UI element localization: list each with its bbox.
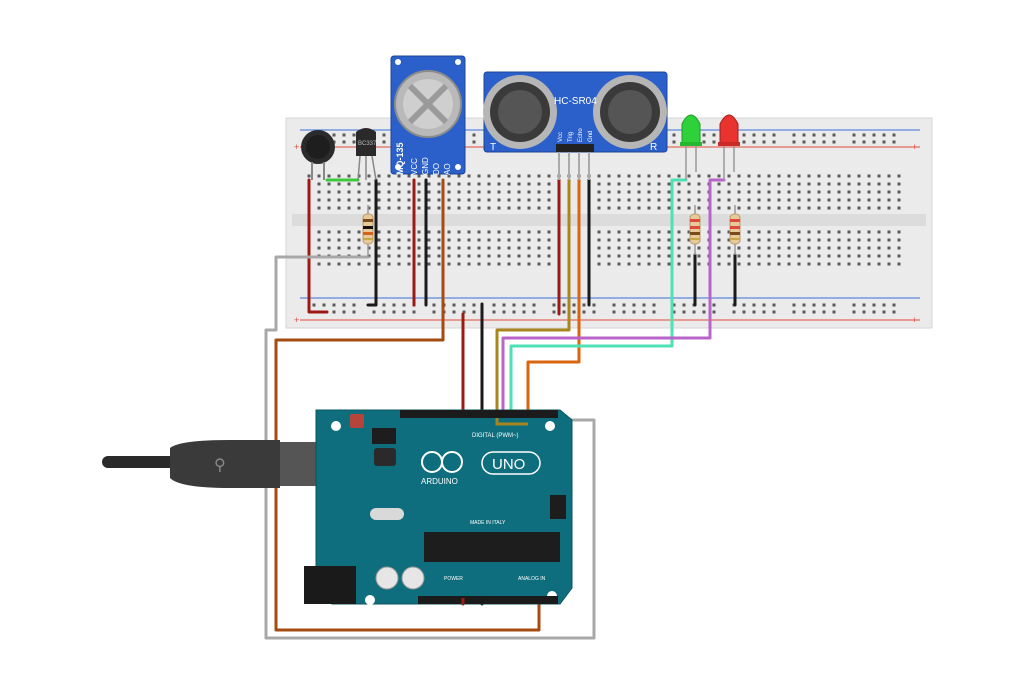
buzzer xyxy=(301,130,335,180)
mq135-pin-gnd: GND xyxy=(421,157,430,175)
hcsr04-pin-vcc: Vcc xyxy=(558,132,564,142)
wire-transistor-black xyxy=(366,178,378,307)
svg-text:+: + xyxy=(294,142,299,152)
arduino-model-text: UNO xyxy=(492,456,525,473)
resistor-3 xyxy=(729,205,741,255)
usb-icon: ⚲ xyxy=(214,457,226,474)
wire-us-trig xyxy=(495,178,571,420)
hcsr04-r-mark: R xyxy=(650,142,657,153)
hcsr04-pin-echo: Echo xyxy=(578,128,584,142)
arduino-logo-text: ARDUINO xyxy=(421,477,458,486)
mq135-pin-vcc: VCC xyxy=(410,158,419,175)
led-green xyxy=(680,114,702,180)
mq135-model-label: MQ-135 xyxy=(395,142,405,175)
mq135-pin-do: DO xyxy=(432,163,441,175)
led-red xyxy=(718,114,740,180)
resistor-2 xyxy=(689,205,701,255)
resistor-1 xyxy=(362,205,374,257)
arduino-power-label: POWER xyxy=(444,576,463,582)
arduino-made-in: MADE IN ITALY xyxy=(470,520,506,526)
hcsr04-t-mark: T xyxy=(490,142,496,153)
arduino-digital-label: DIGITAL (PWM~) xyxy=(472,433,519,439)
transistor-label: BC337 xyxy=(358,141,377,147)
arduino-analog-label: ANALOG IN xyxy=(518,576,546,582)
hcsr04-model-label: HC-SR04 xyxy=(554,96,597,107)
gas-sensor-mq135: MQ-135 VCC GND DO AO xyxy=(390,55,466,175)
ultrasonic-sensor-hcsr04: HC-SR04 T R Vcc Trig Echo Gnd xyxy=(483,71,668,180)
mq135-pin-ao: AO xyxy=(443,163,452,175)
wire-led-red xyxy=(501,178,726,420)
wire-us-echo xyxy=(526,178,581,420)
arduino-uno-board: ARDUINO UNO DIGITAL (PWM~) MADE IN ITALY… xyxy=(304,409,573,605)
svg-text:+: + xyxy=(912,142,917,152)
svg-text:+: + xyxy=(912,315,917,325)
hcsr04-pin-gnd: Gnd xyxy=(588,131,594,142)
wire-buzzer-red xyxy=(307,178,329,314)
wire-terminals xyxy=(461,418,528,604)
breadboard: + + + + xyxy=(285,117,933,329)
svg-text:+: + xyxy=(294,315,299,325)
hcsr04-pin-trig: Trig xyxy=(568,132,574,142)
transistor: BC337 xyxy=(356,128,377,181)
wire-led-green xyxy=(509,178,688,420)
